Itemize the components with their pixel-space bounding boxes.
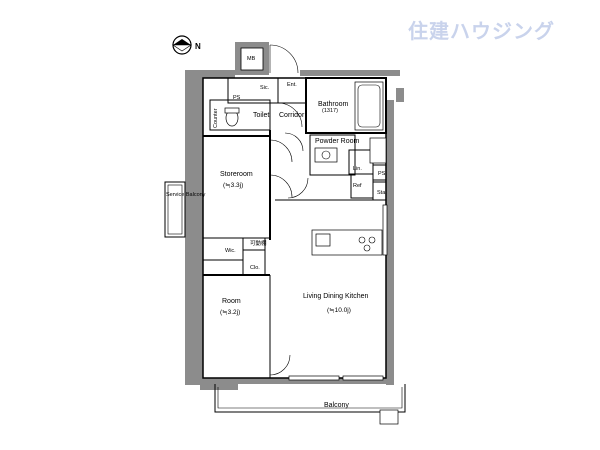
balcony	[214, 384, 406, 425]
toilet-label: Toilet	[253, 112, 269, 119]
movable-shelf-label: 可動棚	[250, 239, 267, 247]
sic-label: Sic.	[260, 85, 270, 91]
windows	[288, 204, 388, 381]
balcony-label: Balcony	[324, 402, 349, 409]
room-label: Room	[222, 298, 241, 305]
storeroom-area: (≒3.3j)	[223, 182, 243, 189]
doors	[269, 44, 309, 376]
ps-top-label: PS	[233, 95, 241, 101]
interior-walls	[202, 77, 387, 379]
bathroom-size-label: (1317)	[322, 108, 338, 114]
storeroom-label: Storeroom	[220, 171, 253, 178]
lin-label: Lin.	[353, 166, 362, 172]
ps-right-label: PS	[378, 171, 386, 177]
service-balcony	[164, 181, 186, 238]
room-area: (≒3.2j)	[220, 309, 240, 316]
ent-label: Ent.	[287, 82, 297, 88]
brand-logo: 住建ハウジング	[408, 19, 555, 43]
counter-label: Counter	[213, 108, 219, 128]
mb-label: MB	[247, 56, 256, 62]
powder-room-label: Powder Room	[315, 138, 360, 145]
corridor-label: Corridor	[279, 112, 305, 119]
bathroom-label: Bathroom	[318, 101, 349, 108]
service-balcony-label: Service Balcony	[166, 192, 206, 198]
compass-north-label: N	[195, 42, 201, 51]
ref-label: Ref	[353, 183, 362, 189]
clo-label: Clo.	[250, 265, 260, 271]
north-compass-icon: N	[172, 35, 201, 55]
sta-label: Sta.	[377, 190, 387, 196]
ldk-area: (≒10.0j)	[327, 307, 351, 314]
ldk-label: Living Dining Kitchen	[303, 293, 368, 300]
wic-label: Wic.	[225, 248, 236, 254]
